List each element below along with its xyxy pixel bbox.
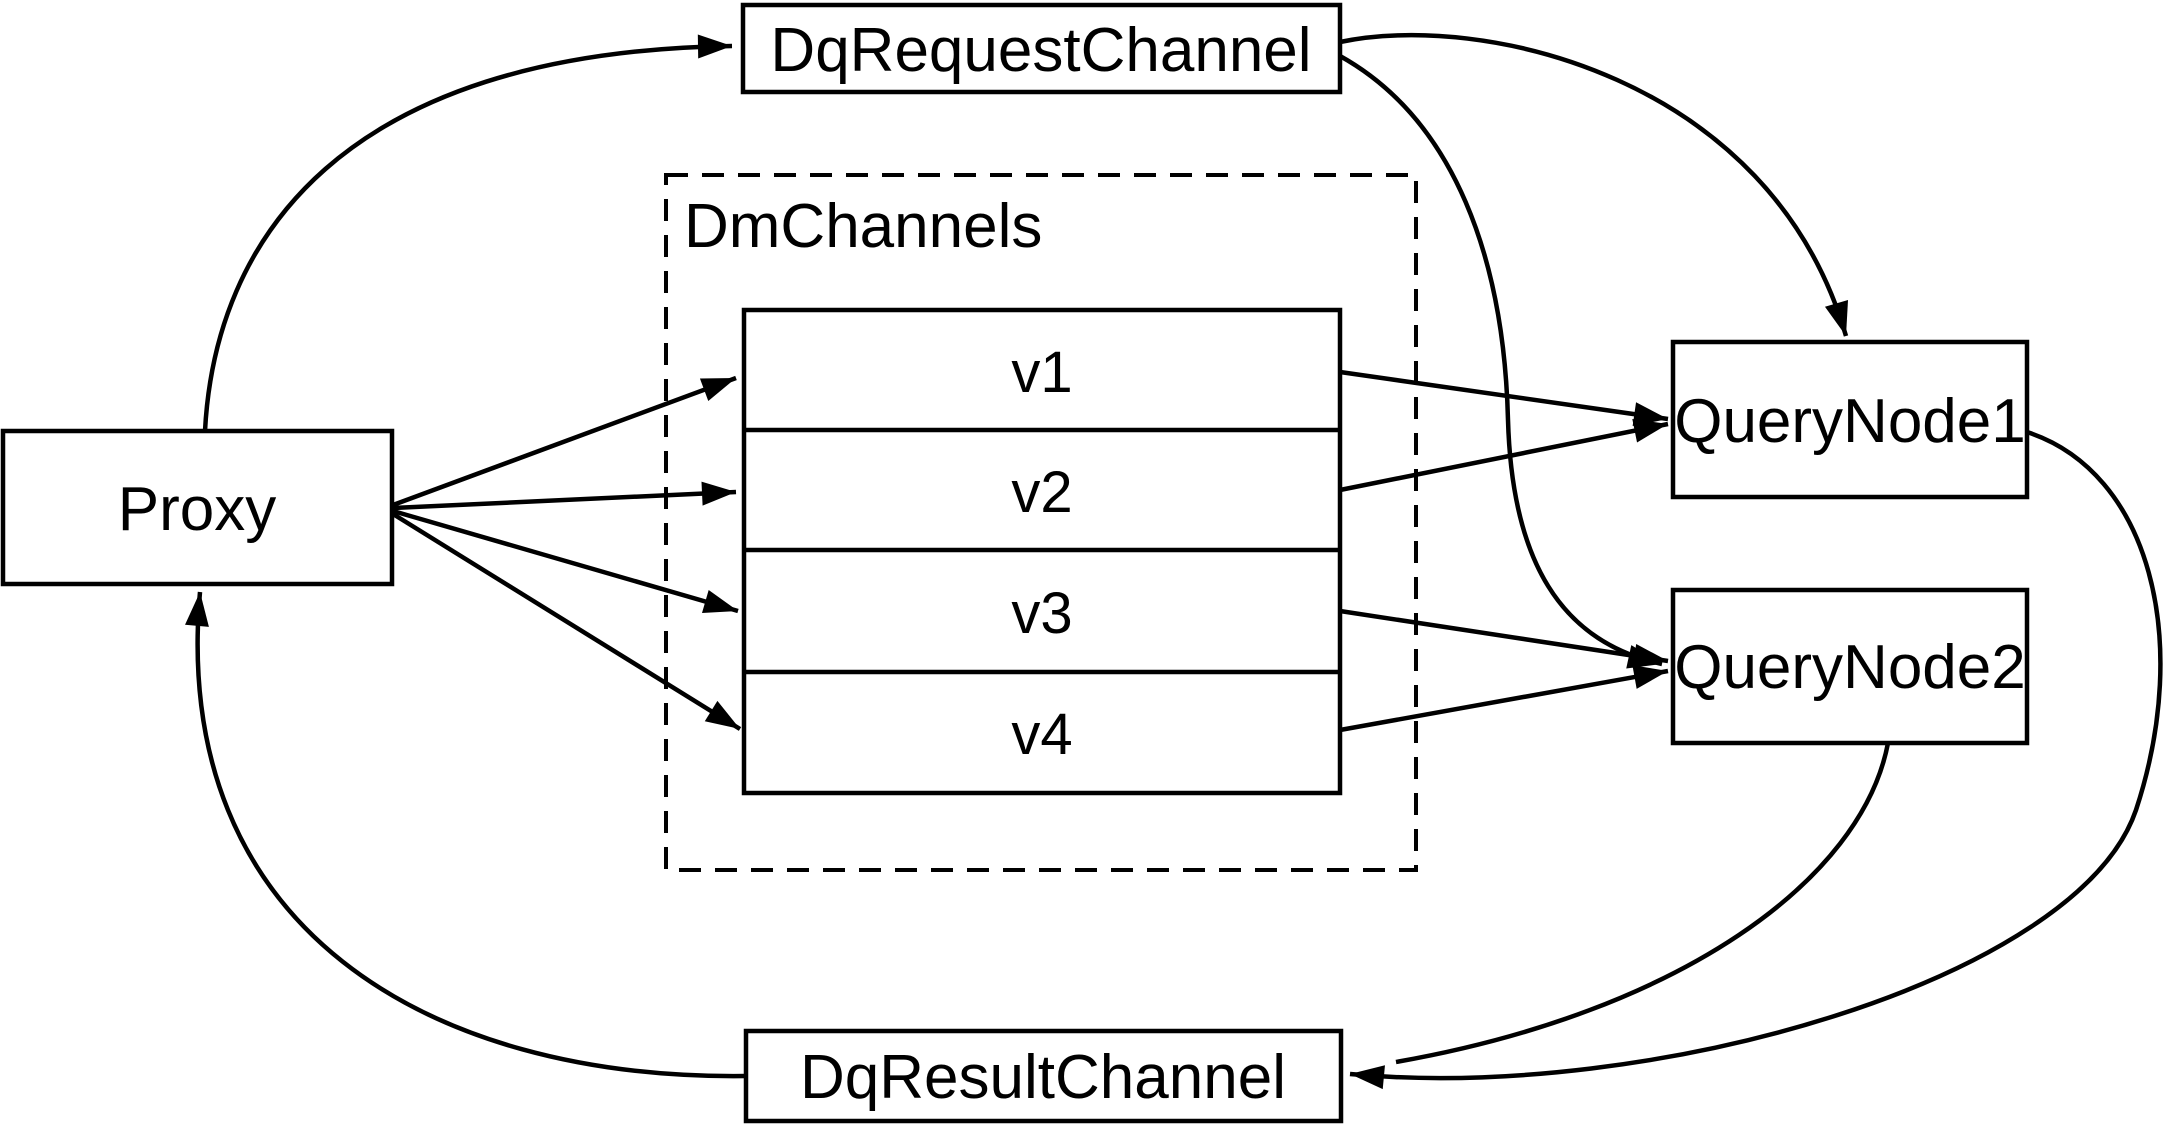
edge-proxy-to-v1 — [392, 375, 737, 508]
dq-request-channel-label: DqRequestChannel — [770, 16, 1311, 85]
edge-dqrequestchannel-to-querynode1 — [1339, 32, 1849, 337]
edge-v3-to-querynode2 — [1339, 608, 1669, 668]
edge-v1-to-querynode1 — [1339, 369, 1669, 427]
dq-request-channel-box — [740, 2, 1343, 95]
channel-row-v1-label: v1 — [1011, 340, 1072, 405]
edge-querynode2-to-dqresultchannel — [1395, 742, 1891, 1065]
proxy-box — [0, 428, 395, 587]
channel-row-v4-label: v4 — [1011, 702, 1072, 767]
query-node-1-box — [1670, 339, 2030, 500]
edge-querynode1-to-dqresultchannel — [1349, 429, 2163, 1090]
edge-v4-to-querynode2 — [1339, 665, 1669, 733]
query-node-2-label: QueryNode2 — [1674, 633, 2026, 702]
edge-dqresultchannel-to-proxy — [185, 591, 747, 1079]
edge-dqrequestchannel-to-querynode2 — [1338, 54, 1663, 669]
edge-v2-to-querynode1 — [1339, 418, 1669, 493]
channel-row-v3-label: v3 — [1011, 581, 1072, 646]
dq-result-channel-label: DqResultChannel — [800, 1043, 1286, 1112]
proxy-label: Proxy — [118, 475, 276, 544]
dm-channels-group-box — [664, 173, 1418, 872]
dq-result-channel-box — [743, 1028, 1344, 1124]
dm-channels-group-label: DmChannels — [684, 192, 1042, 261]
channel-row-v2-label: v2 — [1011, 460, 1072, 525]
query-node-1-label: QueryNode1 — [1674, 387, 2026, 456]
edge-proxy-to-dqrequestchannel — [202, 34, 733, 432]
edge-proxy-to-v4 — [391, 512, 742, 731]
query-node-2-box — [1670, 587, 2030, 746]
edge-proxy-to-v3 — [392, 508, 739, 614]
edge-proxy-to-v2 — [392, 481, 737, 511]
